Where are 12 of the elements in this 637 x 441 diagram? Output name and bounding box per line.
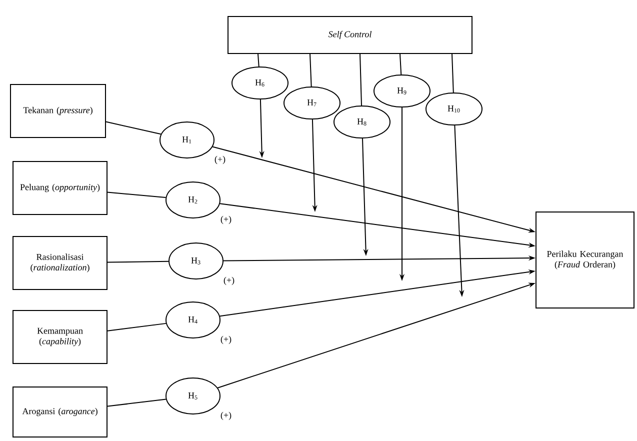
variable-box: Arogansi (arogance)	[12, 386, 108, 438]
variable-box: Self Control	[228, 16, 472, 54]
sign-label: (+)	[220, 412, 232, 420]
variable-box: Kemampuan (capability)	[12, 310, 108, 364]
sign-label: (+)	[224, 276, 234, 286]
sign-label: (+)	[214, 156, 226, 164]
sign-label: (+)	[220, 216, 232, 224]
variable-box: Peluang (opportunity)	[12, 161, 108, 215]
variable-box: Tekanan (pressure)	[10, 84, 106, 138]
variable-box: Perilaku Kecurangan (Fraud Orderan)	[536, 212, 634, 308]
variable-box: Rasionalisasi (rationalization)	[12, 236, 108, 290]
sign-label: (+)	[220, 336, 232, 344]
